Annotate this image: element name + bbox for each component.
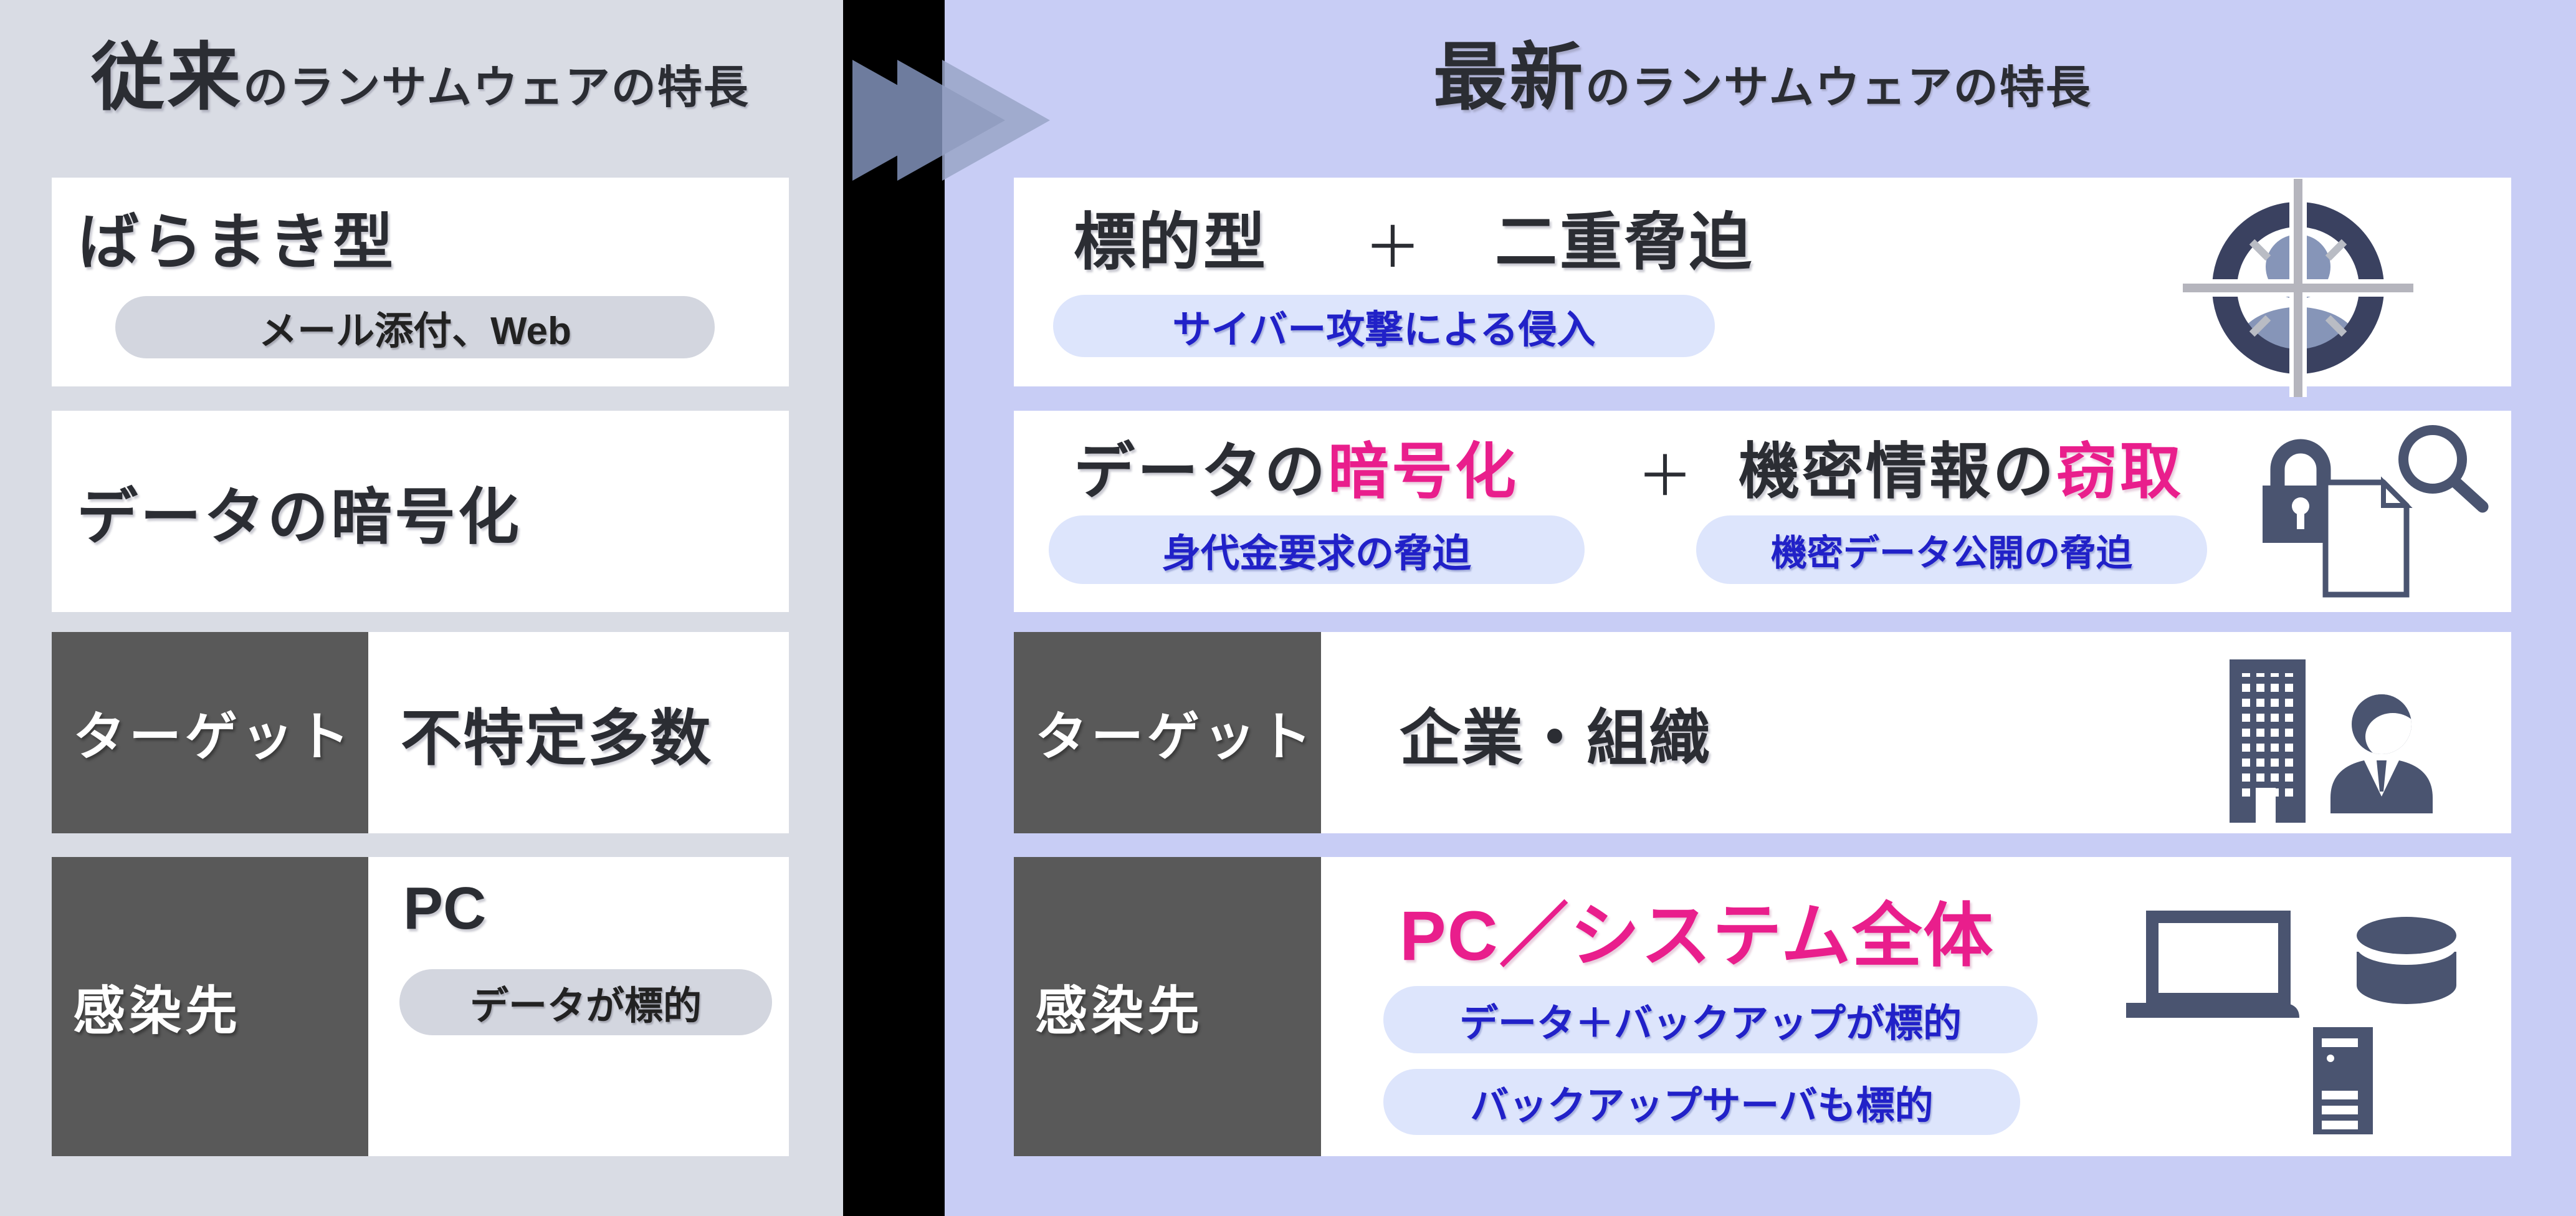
traditional-title: 従来のランサムウェアの特長 [52, 25, 789, 131]
fast-forward-chevrons-icon [849, 55, 1061, 186]
server-led [2327, 1055, 2334, 1062]
theft-heading-accent: 窃取 [2056, 437, 2184, 505]
data-leak-pill: 機密データ公開の脅迫 [1696, 515, 2207, 584]
latest-title: 最新のランサムウェアの特長 [1014, 25, 2511, 131]
traditional-infection-label: 感染先 [52, 857, 368, 1156]
latest-extortion-box: データの暗号化 ＋ 機密情報の窃取 身代金要求の脅迫 機密データ公開の脅迫 [1014, 411, 2511, 612]
traditional-infection-cell: PC データが標的 [368, 857, 789, 1156]
backup-server-target-pill: バックアップサーバも標的 [1383, 1069, 2020, 1135]
traditional-encryption-box: データの暗号化 [52, 411, 789, 612]
server-slot [2322, 1121, 2358, 1129]
theft-heading: 機密情報の窃取 [1739, 422, 2183, 510]
double-extortion-heading: 二重脅迫 [1495, 208, 1754, 277]
latest-target-cell: 企業・組織 [1321, 632, 2511, 833]
traditional-title-rest: のランサムウェアの特長 [243, 63, 750, 113]
latest-target-label: ターゲット [1014, 632, 1321, 833]
latest-title-big: 最新 [1433, 37, 1586, 119]
theft-heading-prefix: 機密情報の [1739, 437, 2057, 505]
target-person-icon [2183, 179, 2413, 397]
document-icon [2322, 476, 2413, 598]
traditional-target-value: 不特定多数 [368, 632, 789, 833]
latest-infection-cell: PC／システム全体 データ＋バックアップが標的 バックアップサーバも標的 [1321, 857, 2511, 1156]
building-icon [2230, 659, 2306, 823]
latest-infection-label: 感染先 [1014, 857, 1321, 1156]
traditional-title-big: 従来 [91, 37, 244, 119]
data-backup-target-pill: データ＋バックアップが標的 [1383, 986, 2038, 1053]
latest-title-rest: のランサムウェアの特長 [1585, 63, 2092, 113]
latest-infection-value: PC／システム全体 [1400, 897, 1995, 975]
traditional-distribution-box: ばらまき型 メール添付、Web [52, 178, 789, 386]
latest-attack-type-box: 標的型 ＋ 二重脅迫 サイバー攻撃による侵入 [1014, 178, 2511, 397]
server-slot [2322, 1038, 2358, 1047]
encryption-heading-prefix: データの [1074, 437, 1329, 505]
magnifier-icon [2394, 422, 2494, 522]
targeted-heading: 標的型 [1074, 208, 1268, 277]
latest-target-value: 企業・組織 [1400, 703, 1712, 772]
building-door [2256, 788, 2276, 823]
traditional-target-label: ターゲット [52, 632, 368, 833]
section-divider [843, 0, 945, 1216]
traditional-encryption-heading: データの暗号化 [77, 482, 522, 551]
cyber-attack-pill: サイバー攻撃による侵入 [1053, 295, 1715, 357]
server-icon [2313, 1027, 2373, 1134]
building-windows [2239, 673, 2296, 797]
laptop-icon [2126, 911, 2307, 1018]
server-slot [2322, 1106, 2358, 1114]
ransom-demand-pill: 身代金要求の脅迫 [1049, 515, 1585, 584]
encryption-heading: データの暗号化 [1074, 422, 1519, 510]
plus-sign: ＋ [1364, 216, 1422, 280]
encryption-heading-accent: 暗号化 [1328, 437, 1519, 505]
businessperson-icon [2326, 692, 2438, 813]
traditional-infection-pill: データが標的 [399, 969, 772, 1035]
traditional-distribution-heading: ばらまき型 [78, 208, 396, 276]
server-slot [2322, 1091, 2358, 1099]
traditional-distribution-pill: メール添付、Web [115, 296, 715, 358]
database-icon [2354, 911, 2459, 1005]
plus-sign: ＋ [1637, 446, 1693, 508]
traditional-infection-value: PC [403, 875, 487, 942]
